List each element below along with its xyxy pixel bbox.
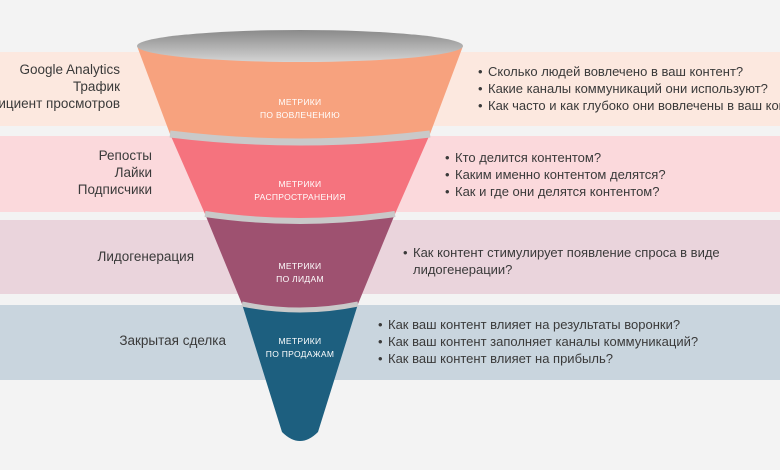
stage-label-sales: МЕТРИКИ ПО ПРОДАЖАМ xyxy=(240,335,360,361)
sharing-metrics: Репосты Лайки Подписчики xyxy=(78,147,152,198)
leads-questions: Как контент стимулирует появление спроса… xyxy=(403,244,753,278)
stage-label-line: ПО ЛИДАМ xyxy=(276,274,324,284)
funnel-stage-sharing xyxy=(170,134,430,221)
separator-1 xyxy=(169,130,431,146)
leads-metrics: Лидогенерация xyxy=(98,248,194,265)
question-item: Как ваш контент влияет на результаты вор… xyxy=(378,316,698,333)
metric-closed-deal: Закрытая сделка xyxy=(119,333,226,348)
stage-label-engagement: МЕТРИКИ ПО ВОВЛЕЧЕНИЮ xyxy=(240,96,360,122)
metric-likes: Лайки xyxy=(114,165,152,180)
sharing-questions: Кто делится контентом? Каким именно конт… xyxy=(445,149,666,200)
separator-2 xyxy=(204,211,396,224)
question-item: Как и где они делятся контентом? xyxy=(445,183,666,200)
stage-label-line: ПО ПРОДАЖАМ xyxy=(265,349,335,359)
funnel-stage-sales xyxy=(242,304,358,441)
sales-metrics: Закрытая сделка xyxy=(119,332,226,349)
engagement-metrics: Google Analytics Трафик ициент просмотро… xyxy=(0,61,120,112)
question-item: Как контент стимулирует появление спроса… xyxy=(403,244,753,278)
metric-traffic: Трафик xyxy=(72,79,120,94)
metric-google-analytics: Google Analytics xyxy=(19,62,120,77)
question-item: Как ваш контент влияет на прибыль? xyxy=(378,350,698,367)
funnel-stage-leads xyxy=(205,214,395,310)
engagement-questions: Сколько людей вовлечено в ваш контент? К… xyxy=(478,63,780,114)
question-item: Кто делится контентом? xyxy=(445,149,666,166)
question-item: Сколько людей вовлечено в ваш контент? xyxy=(478,63,780,80)
stage-label-line: РАСПРОСТРАНЕНИЯ xyxy=(254,192,346,202)
question-item: Как ваш контент заполняет каналы коммуни… xyxy=(378,333,698,350)
stage-label-line: МЕТРИКИ xyxy=(278,336,322,346)
metric-reposts: Репосты xyxy=(98,148,152,163)
question-item: Как часто и как глубоко они вовлечены в … xyxy=(478,97,780,114)
stage-label-line: МЕТРИКИ xyxy=(278,261,322,271)
stage-label-line: МЕТРИКИ xyxy=(278,97,322,107)
question-item: Каким именно контентом делятся? xyxy=(445,166,666,183)
stage-label-sharing: МЕТРИКИ РАСПРОСТРАНЕНИЯ xyxy=(240,178,360,204)
sales-questions: Как ваш контент влияет на результаты вор… xyxy=(378,316,698,367)
metric-view-ratio: ициент просмотров xyxy=(0,96,120,111)
stage-label-line: МЕТРИКИ xyxy=(278,179,322,189)
stage-label-leads: МЕТРИКИ ПО ЛИДАМ xyxy=(240,260,360,286)
metric-lead-generation: Лидогенерация xyxy=(97,249,194,264)
question-item: Какие каналы коммуникаций они используют… xyxy=(478,80,780,97)
separator-3 xyxy=(241,301,359,313)
stage-label-line: ПО ВОВЛЕЧЕНИЮ xyxy=(260,110,340,120)
metric-subscribers: Подписчики xyxy=(77,182,152,197)
funnel-rim xyxy=(137,30,463,62)
funnel-stage-engagement xyxy=(137,46,463,142)
